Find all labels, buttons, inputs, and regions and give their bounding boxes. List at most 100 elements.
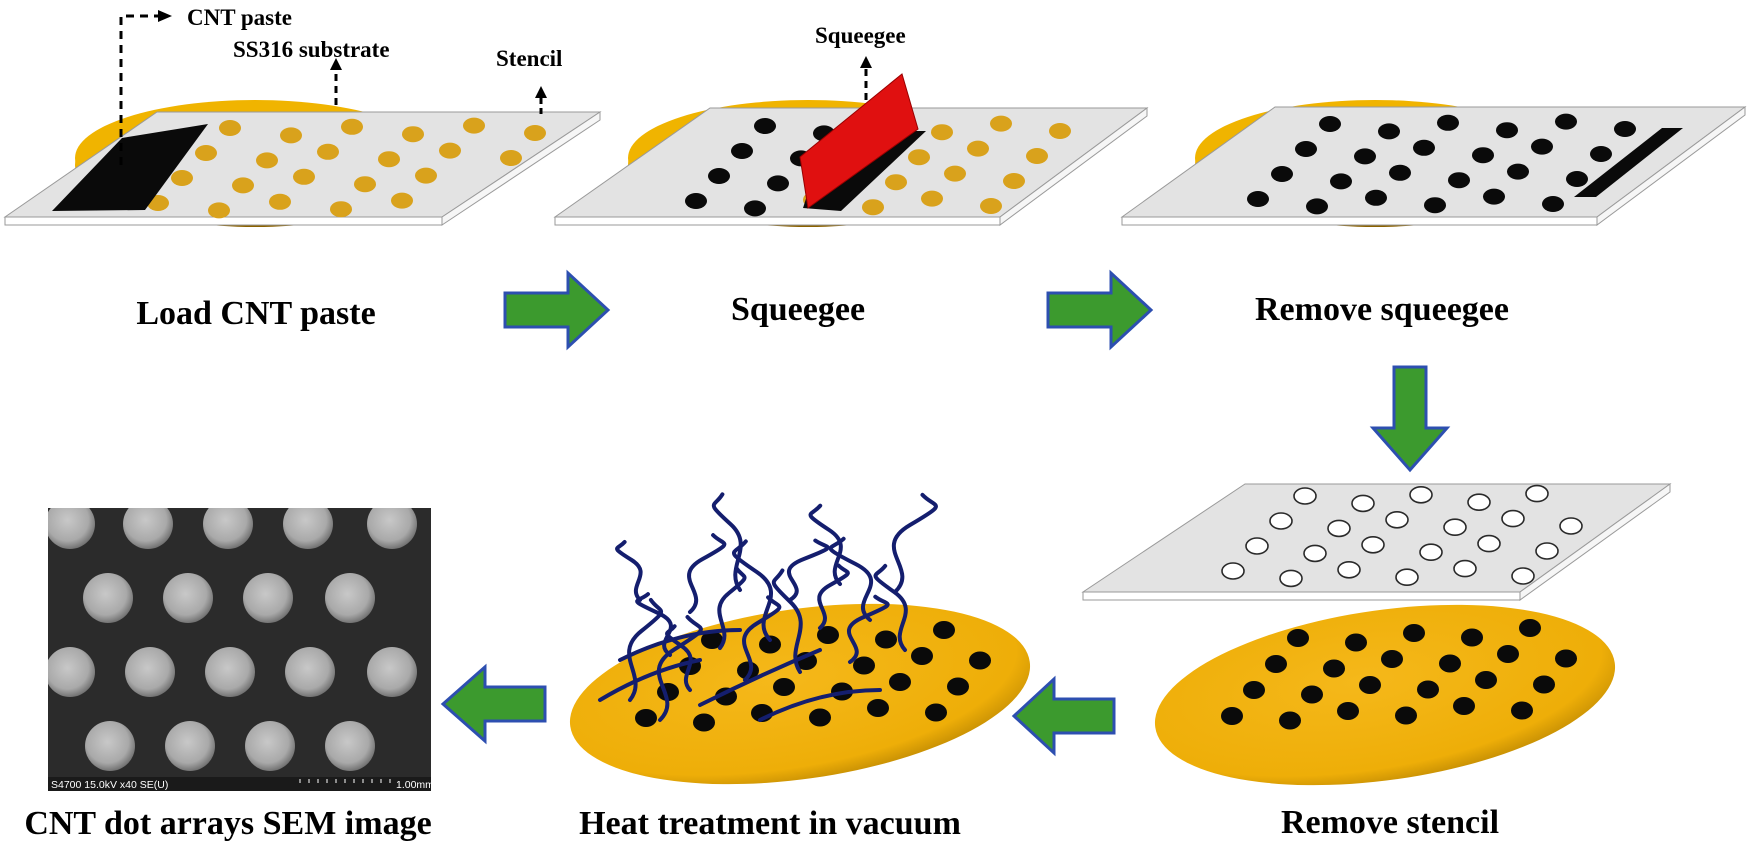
sem-cnt-dot (125, 647, 175, 697)
stencil-plate-side (441, 111, 601, 226)
cnt-dot (889, 673, 911, 691)
stencil-hole (685, 193, 707, 209)
stencil-hole (1221, 562, 1245, 580)
stencil-hole (1395, 568, 1419, 587)
cnt-dot (1345, 633, 1367, 652)
substrate-callout-arrowhead (330, 58, 342, 70)
stencil-hole (317, 143, 339, 160)
stencil-hole (1501, 509, 1525, 528)
cnt-dot (1403, 624, 1425, 642)
stencil-hole (767, 175, 789, 192)
sem-cnt-dot (325, 721, 375, 771)
panel-sem-image: S4700 15.0kV x40 SE(U) 1.00mm (48, 508, 434, 791)
cnt-dot (1337, 702, 1359, 720)
panel-heat-treatment (569, 492, 1031, 785)
stencil-hole (524, 125, 546, 141)
cnt-dot (715, 687, 737, 706)
cnt-dot (701, 631, 723, 649)
cnt-dot (911, 647, 933, 665)
stencil-hole (330, 201, 352, 218)
step-label-load: Load CNT paste (136, 295, 375, 332)
carbon-nanotube (873, 563, 908, 652)
stencil-hole (1365, 189, 1387, 206)
stencil-label: Stencil (496, 46, 562, 71)
stencil-hole (1026, 148, 1048, 164)
stencil-hole (256, 152, 278, 169)
cnt-dot (1497, 645, 1519, 663)
stencil-holes (1247, 113, 1636, 215)
stencil-plate-edge (1082, 591, 1521, 601)
carbon-nanotube (771, 568, 803, 674)
cnt-dot (867, 699, 889, 717)
carbon-nanotube (828, 536, 874, 622)
carbon-nanotube (717, 566, 747, 650)
stencil-hole (990, 115, 1012, 132)
carbon-nanotube (615, 540, 643, 602)
cnt-dot (1221, 707, 1243, 725)
sem-info-text: S4700 15.0kV x40 SE(U) (51, 779, 168, 791)
stencil-hole (1245, 537, 1269, 555)
cnt-dot (773, 678, 795, 696)
carbon-nanotube (698, 648, 822, 707)
cnt-paste-strip (52, 124, 208, 211)
stencil-hole (1351, 494, 1375, 513)
stencil-hole (1542, 196, 1564, 212)
process-arrow (1046, 269, 1154, 351)
stencil-hole (1279, 569, 1303, 588)
stencil-hole (1306, 198, 1328, 215)
stencil-hole (208, 202, 230, 219)
stencil-hole (1389, 164, 1411, 181)
stencil-hole (1511, 567, 1535, 585)
sem-cnt-dot (285, 647, 335, 697)
substrate-label: SS316 substrate (233, 37, 390, 62)
carbon-nanotube (758, 688, 882, 722)
stencil-hole (1293, 487, 1317, 505)
stencil-hole (1330, 173, 1352, 190)
cnt-dot (925, 703, 947, 722)
stencil-plate-side (1519, 483, 1671, 601)
cnt-paste-strip (1574, 128, 1683, 197)
carbon-nanotube (618, 628, 742, 662)
stencil-callout-arrowhead (535, 86, 547, 98)
cnt-dot (1381, 650, 1403, 668)
stencil-hole (1337, 560, 1361, 579)
cnt-dot (1461, 628, 1483, 647)
stencil-hole (1269, 512, 1293, 530)
stencil-hole (1559, 517, 1583, 535)
sem-cnt-dot (325, 573, 375, 623)
stencil-hole (1361, 535, 1385, 554)
stencil-hole (378, 151, 400, 168)
stencil-hole (1295, 141, 1317, 157)
step-label-remove-squeegee: Remove squeegee (1255, 291, 1509, 328)
stencil-hole (1003, 173, 1025, 189)
sem-cnt-dot (163, 573, 213, 623)
step-label-sem: CNT dot arrays SEM image (24, 805, 431, 842)
step-label-squeegee: Squeegee (731, 291, 865, 328)
stencil-hole (1319, 116, 1341, 132)
stencil-hole (1535, 542, 1559, 560)
stencil-hole (921, 190, 943, 207)
sem-scale-bar (299, 779, 391, 783)
stencil-hole (1496, 122, 1518, 139)
cnt-dot (1511, 701, 1533, 720)
sem-cnt-dot (123, 508, 173, 549)
stencil-hole (1443, 518, 1467, 537)
cnt-dot (1279, 711, 1301, 730)
cnt-dot (1243, 681, 1265, 699)
sem-cnt-dot (283, 508, 333, 549)
stencil-open-holes (1221, 484, 1583, 588)
stencil-hole (341, 118, 363, 135)
sem-cnt-dot (245, 721, 295, 771)
stencil-hole (708, 168, 730, 184)
cnt-dot (1475, 671, 1497, 689)
stencil-plate-edge (4, 216, 443, 226)
carbon-nanotubes (598, 492, 938, 722)
process-arrow (503, 269, 611, 351)
squeegee-label: Squeegee (815, 23, 906, 48)
stencil-hole (1483, 188, 1505, 205)
stencil-hole (967, 140, 989, 157)
cnt-paste-label: CNT paste (187, 5, 292, 30)
stencil-hole (1448, 172, 1470, 189)
